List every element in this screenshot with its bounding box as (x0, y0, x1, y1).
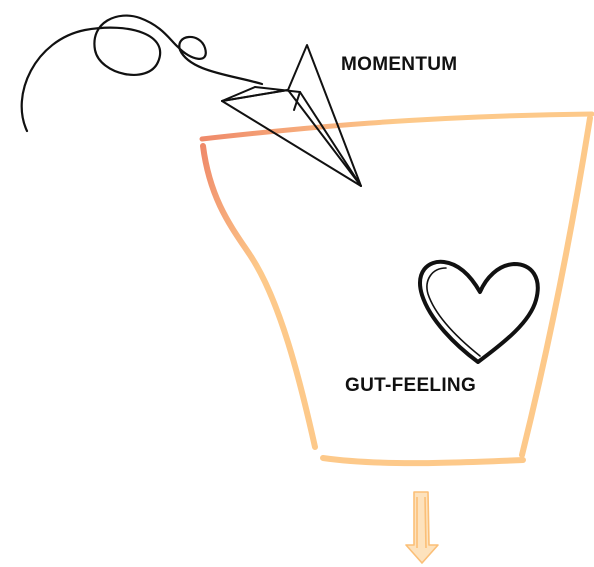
loop-trail-icon (22, 16, 262, 131)
down-arrow-icon (406, 492, 438, 563)
momentum-label: MOMENTUM (341, 54, 457, 76)
funnel-right-edge (522, 118, 590, 455)
funnel-left-edge (203, 146, 315, 447)
heart-icon (420, 262, 538, 362)
funnel-bottom-edge (323, 458, 523, 463)
gut-feeling-label: GUT-FEELING (345, 375, 476, 397)
funnel-top-edge (202, 114, 592, 139)
